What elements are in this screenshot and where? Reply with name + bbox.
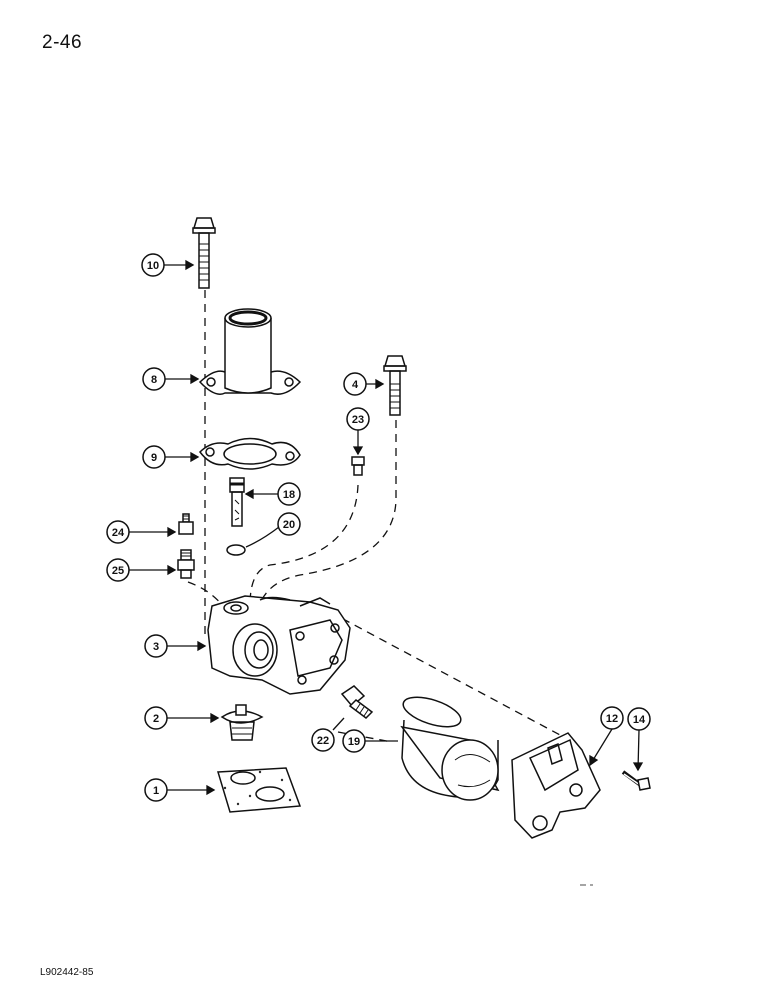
callout-18: 18 xyxy=(277,482,301,506)
oil-filter-part xyxy=(400,696,500,801)
gasket-part xyxy=(199,437,301,470)
mounting-bracket-part xyxy=(511,732,601,839)
svg-text:18: 18 xyxy=(283,489,295,501)
callout-10: 10 xyxy=(141,253,165,277)
svg-text:23: 23 xyxy=(352,414,364,426)
assembly-dash-lines xyxy=(187,290,561,743)
adapter-part xyxy=(340,685,374,719)
callout-9: 9 xyxy=(142,445,166,469)
housing-gasket-part xyxy=(217,767,302,813)
callout-2: 2 xyxy=(144,706,168,730)
callout-23: 23 xyxy=(346,407,370,431)
callout-3: 3 xyxy=(144,634,168,658)
callout-4: 4 xyxy=(343,372,367,396)
thermostat-part xyxy=(220,704,264,741)
callout-19: 19 xyxy=(342,729,366,753)
outlet-pipe-part xyxy=(198,308,302,395)
bolt-right-part xyxy=(383,355,407,416)
fitting-part xyxy=(178,513,194,535)
sensor-part xyxy=(229,477,245,527)
callout-25: 25 xyxy=(106,558,130,582)
page-number: 2-46 xyxy=(42,32,83,53)
callout-8: 8 xyxy=(142,367,166,391)
svg-text:12: 12 xyxy=(606,713,618,725)
leader-lines xyxy=(129,259,644,796)
small-bolt-part xyxy=(621,770,651,791)
svg-text:10: 10 xyxy=(147,260,159,272)
plug-part xyxy=(351,456,365,476)
callout-12: 12 xyxy=(600,706,624,730)
thermostat-housing-part xyxy=(207,595,351,695)
bolt-top-part xyxy=(192,217,216,289)
callout-14: 14 xyxy=(627,707,651,731)
svg-text:1: 1 xyxy=(153,785,159,797)
svg-text:20: 20 xyxy=(283,519,295,531)
svg-text:9: 9 xyxy=(151,452,157,464)
svg-text:22: 22 xyxy=(317,735,329,747)
callout-1: 1 xyxy=(144,778,168,802)
svg-text:19: 19 xyxy=(348,736,360,748)
callout-24: 24 xyxy=(106,520,130,544)
svg-text:4: 4 xyxy=(352,379,359,391)
svg-text:8: 8 xyxy=(151,374,157,386)
figure-code: L902442-85 xyxy=(40,967,94,978)
svg-text:14: 14 xyxy=(633,714,646,726)
fitting-lower-part xyxy=(177,549,195,579)
callout-20: 20 xyxy=(277,512,301,536)
svg-text:2: 2 xyxy=(153,713,159,725)
svg-text:24: 24 xyxy=(112,527,125,539)
svg-text:3: 3 xyxy=(153,641,159,653)
svg-text:25: 25 xyxy=(112,565,124,577)
callout-22: 22 xyxy=(311,728,335,752)
o-ring-part xyxy=(226,544,246,556)
